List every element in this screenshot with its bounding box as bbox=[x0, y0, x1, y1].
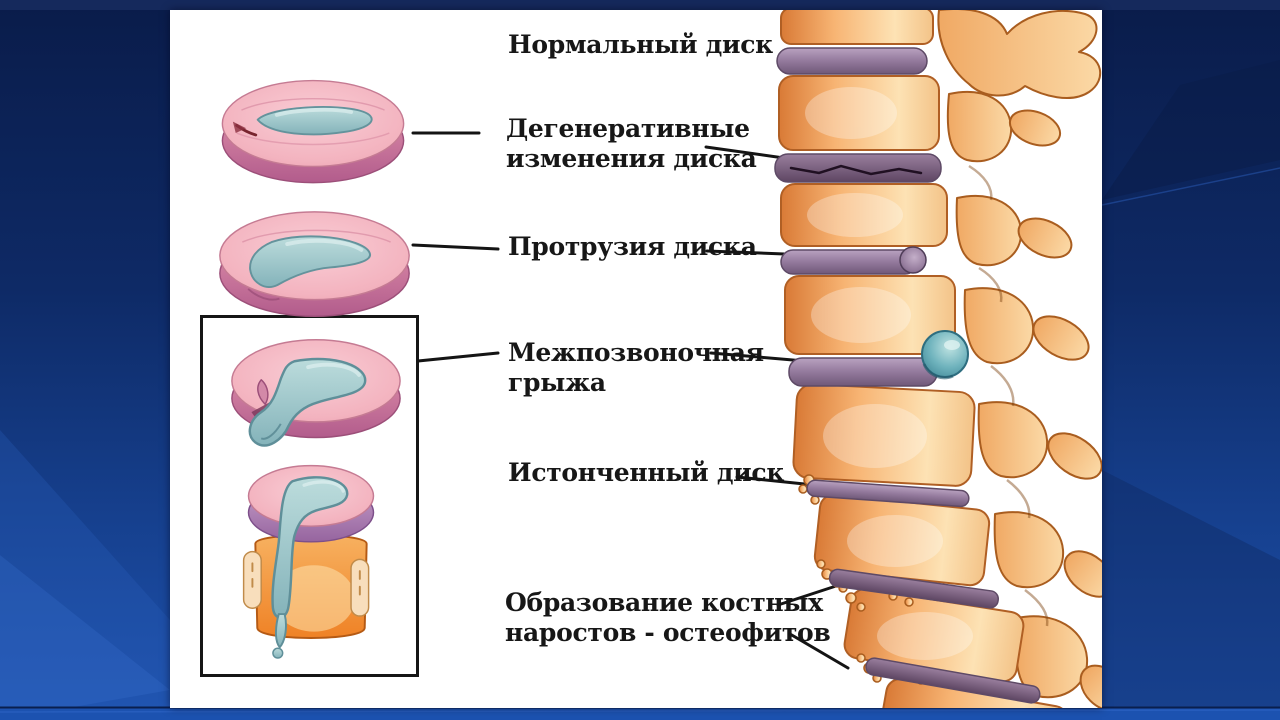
label-hernia: Межпозвоночная грыжа bbox=[508, 338, 764, 397]
disc-thinned bbox=[806, 479, 970, 508]
disc-hernia-illustration bbox=[231, 339, 401, 447]
disc-normal bbox=[776, 47, 928, 75]
vertebral-bodies bbox=[778, 10, 1069, 708]
label-thinned: Истонченный диск bbox=[508, 458, 785, 487]
spine-illustration bbox=[774, 10, 1102, 708]
intervertebral-discs bbox=[774, 47, 1041, 704]
disc-protruding bbox=[780, 249, 918, 275]
label-normal-disc: Нормальный диск bbox=[508, 30, 773, 59]
posterior-processes bbox=[937, 10, 1102, 708]
disc-herniated bbox=[788, 357, 938, 387]
label-degenerative: Дегенеративные изменения диска bbox=[506, 114, 757, 173]
sequestered-nucleus bbox=[271, 476, 349, 619]
disc-sequestration-illustration bbox=[242, 464, 375, 659]
hernia-bulge bbox=[921, 330, 969, 380]
label-protrusion: Протрузия диска bbox=[508, 232, 757, 261]
disc-degenerative-illustration bbox=[221, 79, 405, 184]
disc-degenerated bbox=[774, 153, 942, 183]
disc-crack-line bbox=[789, 164, 923, 176]
bottom-strip bbox=[0, 707, 1280, 720]
diagram-panel: Нормальный диск Дегенеративные изменения… bbox=[170, 10, 1102, 708]
top-strip bbox=[0, 0, 1280, 10]
disc-protrusion-illustration bbox=[219, 211, 410, 317]
label-osteophytes: Образование костных наростов - остеофито… bbox=[505, 588, 831, 647]
extruded-nucleus bbox=[248, 357, 367, 447]
protrusion-bulge bbox=[899, 246, 927, 274]
